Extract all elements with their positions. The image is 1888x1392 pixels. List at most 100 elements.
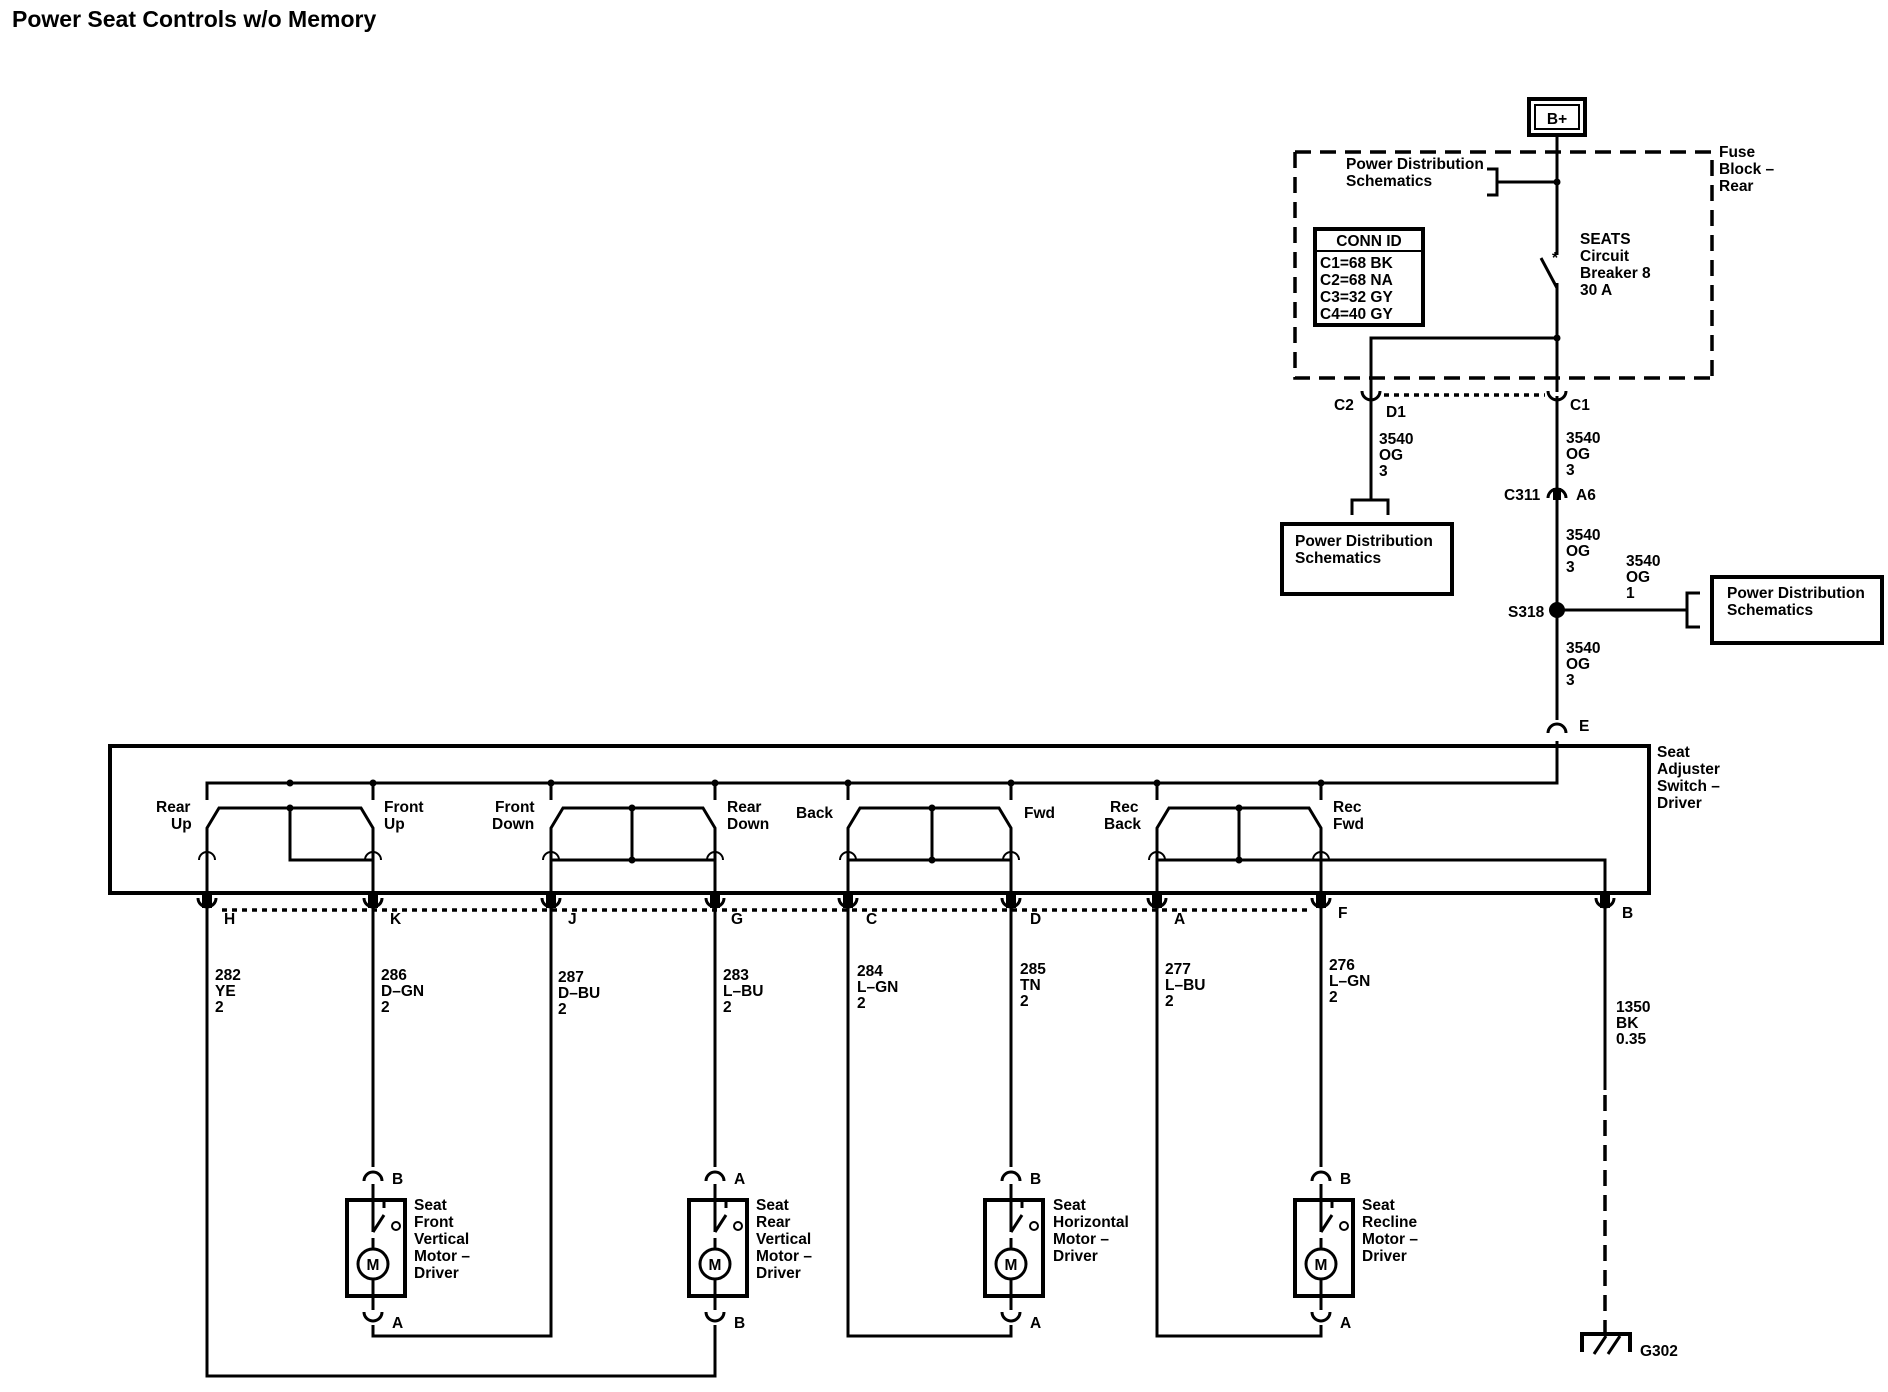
- c311-name: C311: [1504, 487, 1541, 504]
- contact-front-down-2: Down: [492, 816, 534, 833]
- fuse-block-label-1: Fuse: [1719, 144, 1756, 161]
- wire-s318-lower-color: OG: [1566, 656, 1590, 673]
- wire-c311-lower-gauge: 3: [1566, 559, 1575, 576]
- motor-2-label-1: Seat: [756, 1197, 789, 1214]
- wire-f-color: L–GN: [1329, 973, 1370, 990]
- fuse-block-label-3: Rear: [1719, 178, 1753, 195]
- switch-label-2: Adjuster: [1657, 761, 1720, 778]
- wire-left-feed-gauge: 3: [1379, 463, 1388, 480]
- contact-rear-down-1: Rear: [727, 799, 761, 816]
- switch-section-rear-vertical: [542, 804, 724, 898]
- motor-1-label-2: Front: [414, 1214, 454, 1231]
- pds-box-right-line-1: Power Distribution: [1727, 585, 1865, 602]
- wire-c311-lower-circuit: 3540: [1566, 527, 1600, 544]
- motor-front-vertical: B M A Seat Front Vertical Motor – Driver: [345, 1170, 470, 1332]
- motor-4-label-4: Driver: [1362, 1248, 1407, 1265]
- contact-back: Back: [796, 805, 833, 822]
- c311-pin: A6: [1576, 487, 1596, 504]
- motor-3-symbol: M: [1005, 1257, 1018, 1274]
- wire-g-circuit: 283: [723, 967, 749, 984]
- motor-2-label-2: Rear: [756, 1214, 790, 1231]
- wire-d-circuit: 285: [1020, 961, 1046, 978]
- wire-f-gauge: 2: [1329, 989, 1338, 1006]
- contact-rear-down-2: Down: [727, 816, 769, 833]
- motor-2-bottom-pin: B: [734, 1315, 745, 1332]
- wire-a-color: L–BU: [1165, 977, 1205, 994]
- wire-s318-branch-gauge: 1: [1626, 585, 1635, 602]
- splice-label: S318: [1508, 604, 1545, 621]
- pds-box-left: Power Distribution Schematics: [1280, 522, 1454, 596]
- fuse-block-label-2: Block –: [1719, 161, 1775, 178]
- conn-id-header: CONN ID: [1336, 233, 1401, 250]
- wire-k-circuit: 286: [381, 967, 407, 984]
- pds-box-left-line-2: Schematics: [1295, 550, 1381, 567]
- motor-4-label-2: Recline: [1362, 1214, 1418, 1231]
- page-title: Power Seat Controls w/o Memory: [12, 6, 377, 32]
- motor-2-top-pin: A: [734, 1171, 745, 1188]
- wire-k-gauge: 2: [381, 999, 390, 1016]
- fuse-pds-ref-line-1: Power Distribution: [1346, 156, 1484, 173]
- splice-s318: S318: [1508, 602, 1565, 621]
- wire-j-gauge: 2: [558, 1001, 567, 1018]
- wire-s318-lower-gauge: 3: [1566, 672, 1575, 689]
- wire-s318-branch-circuit: 3540: [1626, 553, 1660, 570]
- pds-box-right-line-2: Schematics: [1727, 602, 1813, 619]
- fuse-pin-d1: D1: [1386, 404, 1406, 421]
- motor-1-top-pin: B: [392, 1171, 403, 1188]
- wire-c-circuit: 284: [857, 963, 883, 980]
- motor-horizontal: B M A Seat Horizontal Motor – Driver: [983, 1170, 1129, 1332]
- conn-id-row-1: C1=68 BK: [1320, 255, 1394, 272]
- wire-c311-upper-color: OG: [1566, 446, 1590, 463]
- wire-g-gauge: 2: [723, 999, 732, 1016]
- pds-box-right: Power Distribution Schematics: [1710, 575, 1884, 645]
- motor-3-label-4: Driver: [1053, 1248, 1098, 1265]
- conn-id-table: CONN ID C1=68 BK C2=68 NA C3=32 GY C4=40…: [1313, 227, 1425, 327]
- switch-pin-b: B: [1622, 905, 1633, 922]
- motor-4-symbol: M: [1315, 1257, 1328, 1274]
- motor-1-bottom-pin: A: [392, 1315, 403, 1332]
- ground-g302: G302: [1580, 1332, 1678, 1360]
- motor-2-symbol: M: [709, 1257, 722, 1274]
- breaker-label-3: Breaker 8: [1580, 265, 1651, 282]
- battery-label: B+: [1547, 111, 1567, 128]
- motor-3-top-pin: B: [1030, 1171, 1041, 1188]
- motor-recline: B M A Seat Recline Motor – Driver: [1293, 1170, 1418, 1332]
- conn-id-row-3: C3=32 GY: [1320, 289, 1393, 306]
- contact-rec-back-1: Rec: [1110, 799, 1139, 816]
- conn-id-row-2: C2=68 NA: [1320, 272, 1393, 289]
- battery-source: B+: [1527, 97, 1587, 137]
- wire-c311-upper-gauge: 3: [1566, 462, 1575, 479]
- wire-j-color: D–BU: [558, 985, 600, 1002]
- switch-label-4: Driver: [1657, 795, 1702, 812]
- motor-2-label-4: Motor –: [756, 1248, 812, 1265]
- fuse-pin-c1: C1: [1570, 397, 1590, 414]
- contact-rear-up-1: Rear: [156, 799, 190, 816]
- motor-1-symbol: M: [367, 1257, 380, 1274]
- switch-section-recline: [1148, 804, 1330, 898]
- contact-rear-up-2: Up: [171, 816, 192, 833]
- seat-adjuster-switch: Seat Adjuster Switch – Driver: [108, 741, 1720, 928]
- fuse-pds-ref-line-2: Schematics: [1346, 173, 1432, 190]
- wire-ground-gauge: 0.35: [1616, 1031, 1647, 1048]
- contact-front-up-2: Up: [384, 816, 405, 833]
- wire-j-circuit: 287: [558, 969, 584, 986]
- switch-pin-a: A: [1174, 911, 1185, 928]
- breaker-label-2: Circuit: [1580, 248, 1629, 265]
- motor-4-label-3: Motor –: [1362, 1231, 1418, 1248]
- contact-front-up-1: Front: [384, 799, 424, 816]
- conn-id-row-4: C4=40 GY: [1320, 306, 1393, 323]
- wire-ground-circuit: 1350: [1616, 999, 1650, 1016]
- wire-ground-color: BK: [1616, 1015, 1639, 1032]
- motor-1-label-1: Seat: [414, 1197, 447, 1214]
- breaker-label-1: SEATS: [1580, 231, 1631, 248]
- wire-labels: 282 YE 2 286 D–GN 2 287 D–BU 2 283 L–BU …: [215, 957, 1650, 1048]
- motor-4-top-pin: B: [1340, 1171, 1351, 1188]
- motor-4-bottom-pin: A: [1340, 1315, 1351, 1332]
- contact-rec-back-2: Back: [1104, 816, 1141, 833]
- switch-label-3: Switch –: [1657, 778, 1720, 795]
- wire-c-color: L–GN: [857, 979, 898, 996]
- motor-3-bottom-pin: A: [1030, 1315, 1041, 1332]
- connector-c311: C311 A6: [1504, 487, 1596, 504]
- wire-d-color: TN: [1020, 977, 1041, 994]
